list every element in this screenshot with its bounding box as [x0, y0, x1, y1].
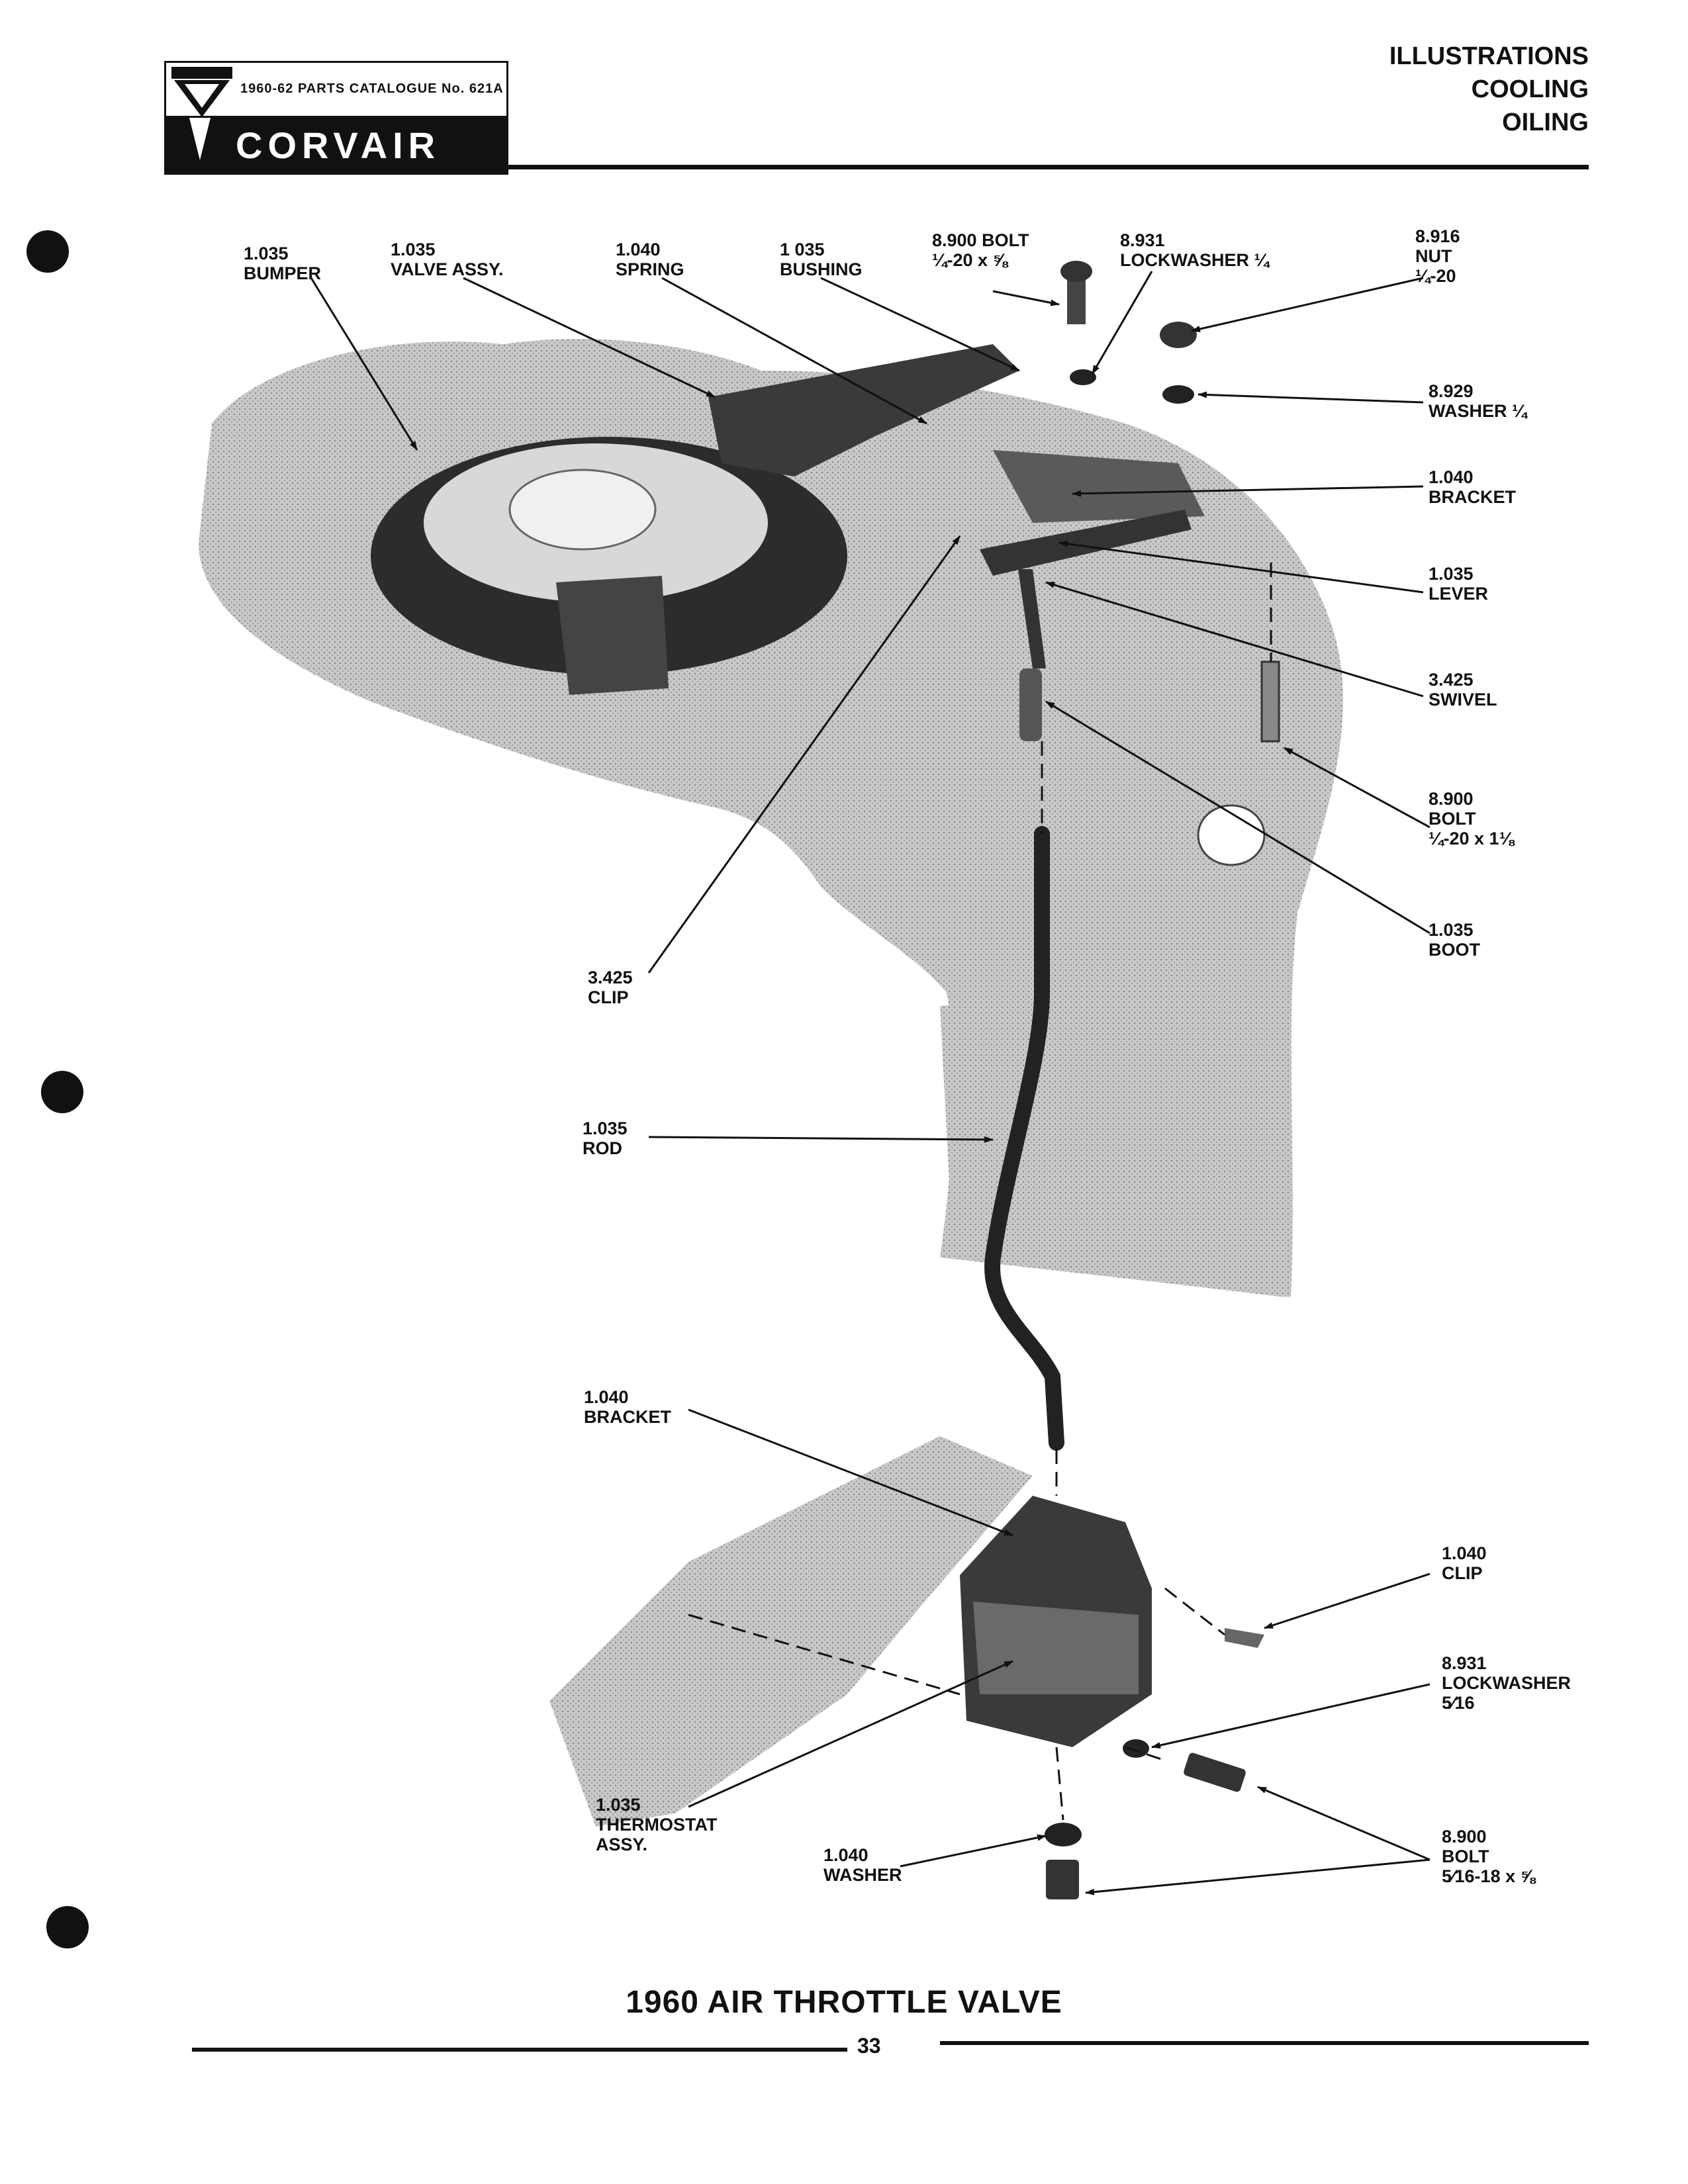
lockwasher-low-part [1123, 1739, 1149, 1758]
corvair-logo: 1960-62 PARTS CATALOGUE No. 621A CORVAIR [164, 61, 508, 175]
washer-top-part [1162, 385, 1194, 404]
lever-arm [980, 510, 1192, 576]
lower-shroud [549, 1436, 1033, 1827]
footer-rule-right [940, 2041, 1589, 2045]
diagram-title: 1960 AIR THROTTLE VALVE [626, 1985, 1062, 2020]
thermostat-bellows [973, 1602, 1139, 1694]
intake-outlet [556, 576, 669, 695]
intake-center [508, 469, 657, 551]
section-titles: ILLUSTRATIONS COOLING OILING [1389, 40, 1589, 139]
valve-arm [708, 344, 1019, 477]
header-rule [508, 165, 1589, 169]
footer-rule-left [192, 2048, 847, 2052]
section-oiling: OILING [1502, 109, 1589, 136]
bolt-top-head [1060, 261, 1092, 282]
emblem-tail-icon [189, 118, 211, 160]
punch-hole-middle [41, 1071, 83, 1113]
clip-low-part [1225, 1628, 1264, 1648]
lockwasher-top-part [1070, 369, 1096, 385]
bolt-bottom-part [1046, 1860, 1079, 1899]
access-hole [1197, 804, 1266, 866]
leader-lines [310, 271, 1430, 1895]
page-number: 33 [857, 2034, 881, 2058]
bracket-plate [993, 450, 1205, 523]
brand-name: CORVAIR [236, 124, 441, 166]
washer-low-part [1045, 1823, 1082, 1846]
nut-part [1160, 322, 1197, 348]
section-cooling: COOLING [1471, 75, 1589, 103]
swivel-part [1018, 569, 1046, 668]
section-illustrations: ILLUSTRATIONS [1389, 42, 1589, 70]
corvair-emblem-icon [171, 67, 232, 117]
logo-brand-bar [164, 118, 508, 175]
bolt-low-part [1184, 1752, 1246, 1792]
throttle-rod [984, 826, 1064, 1451]
boot-part [1019, 668, 1042, 741]
punch-hole-bottom [46, 1906, 89, 1948]
catalog-number: 1960-62 PARTS CATALOGUE No. 621A [240, 81, 504, 96]
punch-hole-top [26, 230, 69, 273]
bolt-mid-part [1260, 660, 1280, 743]
logo-catalog-band: 1960-62 PARTS CATALOGUE No. 621A [164, 61, 508, 118]
assembly-lines [688, 563, 1272, 1821]
